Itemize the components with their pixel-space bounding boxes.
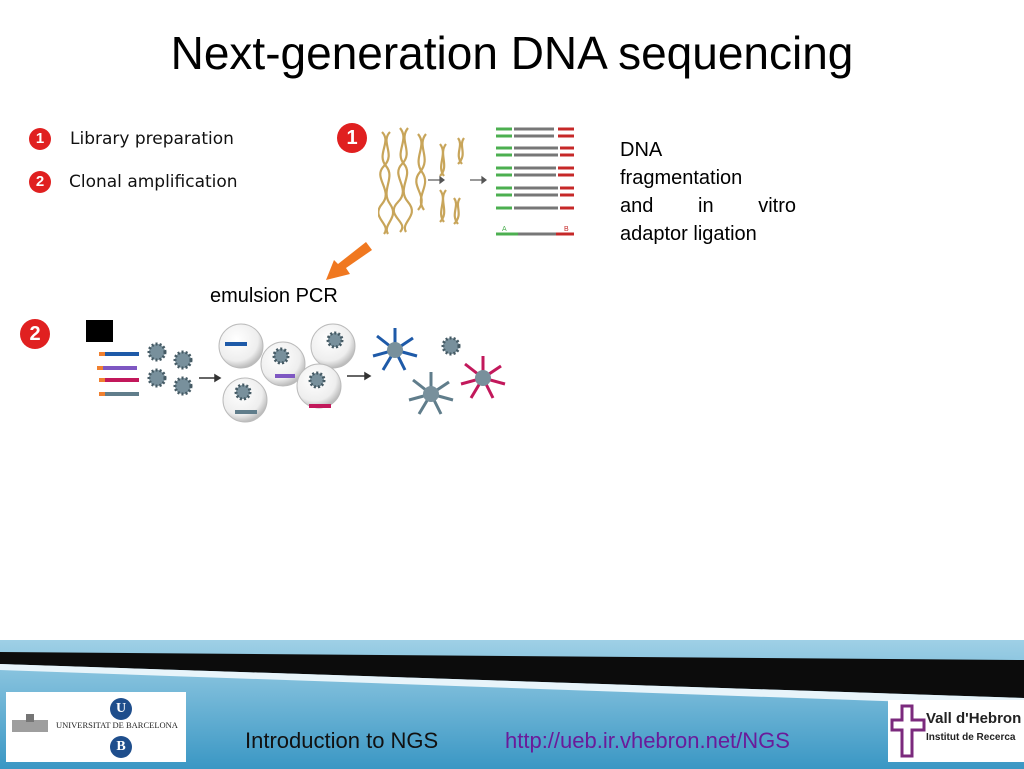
adaptor-a-label: A <box>502 226 507 233</box>
emulsion-pcr-label: emulsion PCR <box>210 285 338 307</box>
cross-icon <box>890 704 926 758</box>
university-name: UNIVERSITAT DE BARCELONA <box>56 720 178 730</box>
arrow-1 <box>199 373 222 383</box>
capture-beads <box>147 342 193 396</box>
vall-hebron-name: Vall d'Hebron <box>926 710 1022 727</box>
adaptor-b-label: B <box>564 226 569 233</box>
step-2-label: Clonal amplification <box>69 172 238 192</box>
university-b-mark: B <box>110 736 132 758</box>
amplified-beads <box>372 328 506 415</box>
university-u-mark: U <box>110 698 132 720</box>
figure-step-2-badge: 2 <box>20 319 50 349</box>
step-2-badge: 2 <box>29 171 51 193</box>
vall-hebron-subtitle: Institut de Recerca <box>926 732 1016 743</box>
university-logo: UNIVERSITAT DE BARCELONA U B <box>6 692 186 762</box>
slide-title: Next-generation DNA sequencing <box>170 27 854 79</box>
figure-step-1-badge: 1 <box>337 123 367 153</box>
dna-fragmentation-diagram: A B <box>378 127 574 236</box>
footer-course: Introduction to NGS <box>245 728 439 753</box>
arrow-2 <box>347 371 372 381</box>
orange-arrow-icon <box>326 242 372 280</box>
building-icon <box>12 714 48 732</box>
droplet-beads <box>234 331 344 401</box>
description-line: adaptor ligation <box>620 223 757 245</box>
description-line: fragmentation <box>620 167 743 189</box>
description-line: and in vitro <box>620 195 796 217</box>
footer-url-link[interactable]: http://ueb.ir.vhebron.net/NGS <box>505 728 790 753</box>
library-fragments <box>97 352 139 396</box>
description-line: DNA <box>620 139 663 161</box>
dna-helix-group <box>378 127 465 235</box>
process-arrows <box>428 175 487 185</box>
black-marker <box>86 320 113 342</box>
vall-hebron-logo: Vall d'Hebron Institut de Recerca <box>888 700 1024 762</box>
droplet-fragments <box>225 342 331 414</box>
step-1-description: DNA fragmentation and in vitro adaptor l… <box>620 136 796 248</box>
step-1-label: Library preparation <box>70 129 234 149</box>
step-1-badge: 1 <box>29 128 51 150</box>
adaptor-ligated-fragments <box>496 127 574 236</box>
emulsion-pcr-diagram <box>97 323 506 423</box>
